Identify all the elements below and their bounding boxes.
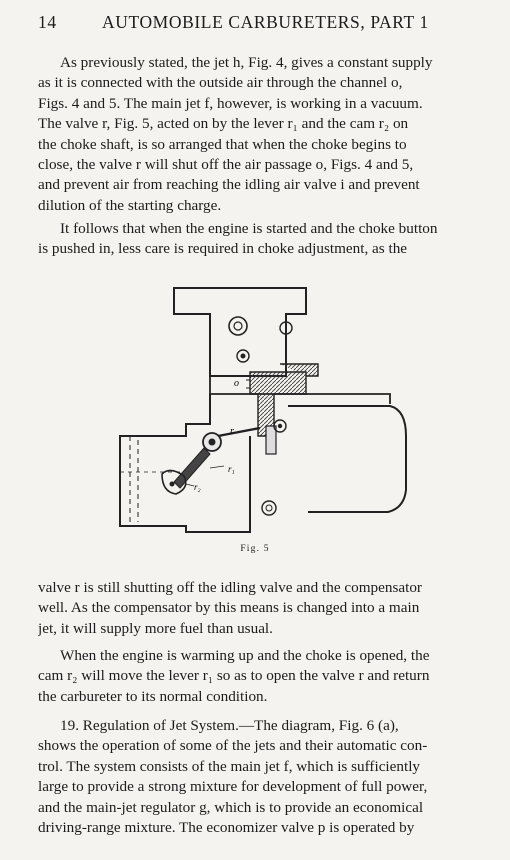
paragraph-compensator: valve r is still shutting off the idling… <box>38 579 422 637</box>
float-bowl <box>288 405 407 513</box>
bolt-hole <box>279 321 293 335</box>
paragraph-warming-up: When the engine is warming up and the ch… <box>38 647 430 702</box>
mixing-chamber <box>119 394 251 533</box>
figure-caption: Fig. 5 <box>240 544 270 554</box>
label-r2: r₂ <box>194 482 201 492</box>
paragraph-jet-supply: As previously stated, the jet h, Fig. 4,… <box>38 54 433 214</box>
lever-r1 <box>173 447 211 489</box>
paragraph-regulation-of-jet-system: 19. Regulation of Jet System.—The diagra… <box>38 717 428 837</box>
cam-r2 <box>161 469 187 495</box>
label-r: r <box>230 426 234 437</box>
figure-5-carbureter-diagram: o r r₁ r₂ <box>119 287 407 533</box>
label-r1: r₁ <box>228 464 235 474</box>
label-o: o <box>234 378 239 389</box>
fitting <box>261 500 277 516</box>
top-flange <box>173 287 307 377</box>
running-header: 14 AUTOMOBILE CARBURETERS, PART 1 <box>38 12 508 38</box>
page-number: 14 <box>38 12 57 32</box>
bolt-hole <box>236 349 250 363</box>
fitting <box>273 419 287 433</box>
bolt-hole <box>228 316 248 336</box>
running-title: AUTOMOBILE CARBURETERS, PART 1 <box>102 12 429 32</box>
paragraph-choke-button: It follows that when the engine is start… <box>38 220 438 258</box>
valve-r-stem <box>265 425 277 455</box>
